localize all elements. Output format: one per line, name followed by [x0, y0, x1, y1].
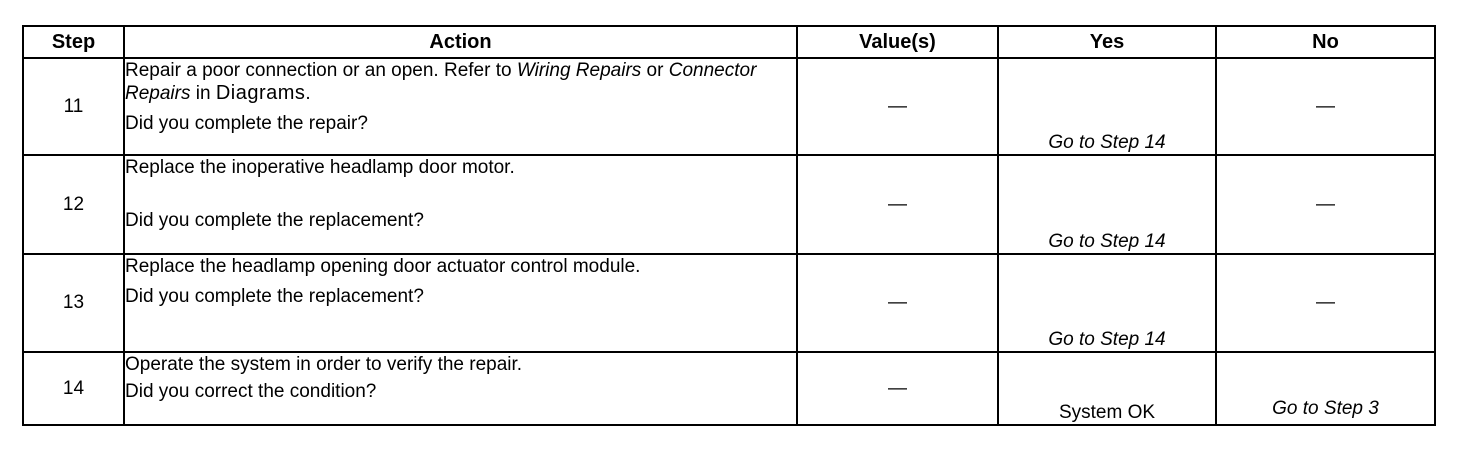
action-text-part: in [190, 83, 216, 104]
action-text: Repair a poor connection or an open. Ref… [125, 59, 796, 105]
step-number: 11 [22, 57, 125, 156]
action-cell: Replace the inoperative headlamp door mo… [123, 154, 798, 255]
question-text: Did you complete the replacement? [125, 210, 424, 231]
action-text: Replace the headlamp opening door actuat… [125, 256, 641, 277]
yes-cell: Go to Step 14 [997, 57, 1217, 156]
yes-cell: Go to Step 14 [997, 253, 1217, 353]
connector-repairs-reference: Connector Repairs [125, 60, 757, 104]
action-text: Replace the inoperative headlamp door mo… [125, 157, 515, 178]
value-cell: — [796, 154, 999, 255]
table-row: 13 Replace the headlamp opening door act… [22, 253, 1436, 353]
diagnostic-table: Step Action Value(s) Yes No 11 Repair a … [22, 25, 1436, 426]
action-text: Operate the system in order to verify th… [125, 354, 523, 375]
yes-cell: Go to Step 14 [997, 154, 1217, 255]
action-cell: Operate the system in order to verify th… [123, 351, 798, 426]
question-text: Did you complete the repair? [125, 113, 368, 134]
header-yes: Yes [997, 25, 1217, 59]
table-row: 11 Repair a poor connection or an open. … [22, 57, 1436, 156]
no-cell: — [1215, 154, 1436, 255]
header-action: Action [123, 25, 798, 59]
table-header-row: Step Action Value(s) Yes No [22, 25, 1436, 59]
yes-cell: System OK [997, 351, 1217, 426]
no-cell: — [1215, 57, 1436, 156]
value-cell: — [796, 351, 999, 426]
action-cell: Repair a poor connection or an open. Ref… [123, 57, 798, 156]
step-number: 12 [22, 154, 125, 255]
diagnostic-table-container: Step Action Value(s) Yes No 11 Repair a … [22, 25, 1436, 426]
diagrams-reference: Diagrams [215, 82, 306, 104]
no-cell: Go to Step 3 [1215, 351, 1436, 426]
question-text: Did you correct the condition? [125, 381, 377, 402]
header-step: Step [22, 25, 125, 59]
step-number: 13 [22, 253, 125, 353]
action-text-part: . [305, 83, 311, 104]
action-cell: Replace the headlamp opening door actuat… [123, 253, 798, 353]
table-row: 12 Replace the inoperative headlamp door… [22, 154, 1436, 255]
table-row: 14 Operate the system in order to verify… [22, 351, 1436, 426]
value-cell: — [796, 253, 999, 353]
question-text: Did you complete the replacement? [125, 286, 424, 307]
value-cell: — [796, 57, 999, 156]
wiring-repairs-reference: Wiring Repairs [516, 60, 642, 81]
no-cell: — [1215, 253, 1436, 353]
spacer [125, 179, 796, 202]
header-no: No [1215, 25, 1436, 59]
action-text-part: or [641, 60, 669, 81]
header-values: Value(s) [796, 25, 999, 59]
step-number: 14 [22, 351, 125, 426]
action-text-part: Repair a poor connection or an open. Ref… [125, 60, 517, 81]
